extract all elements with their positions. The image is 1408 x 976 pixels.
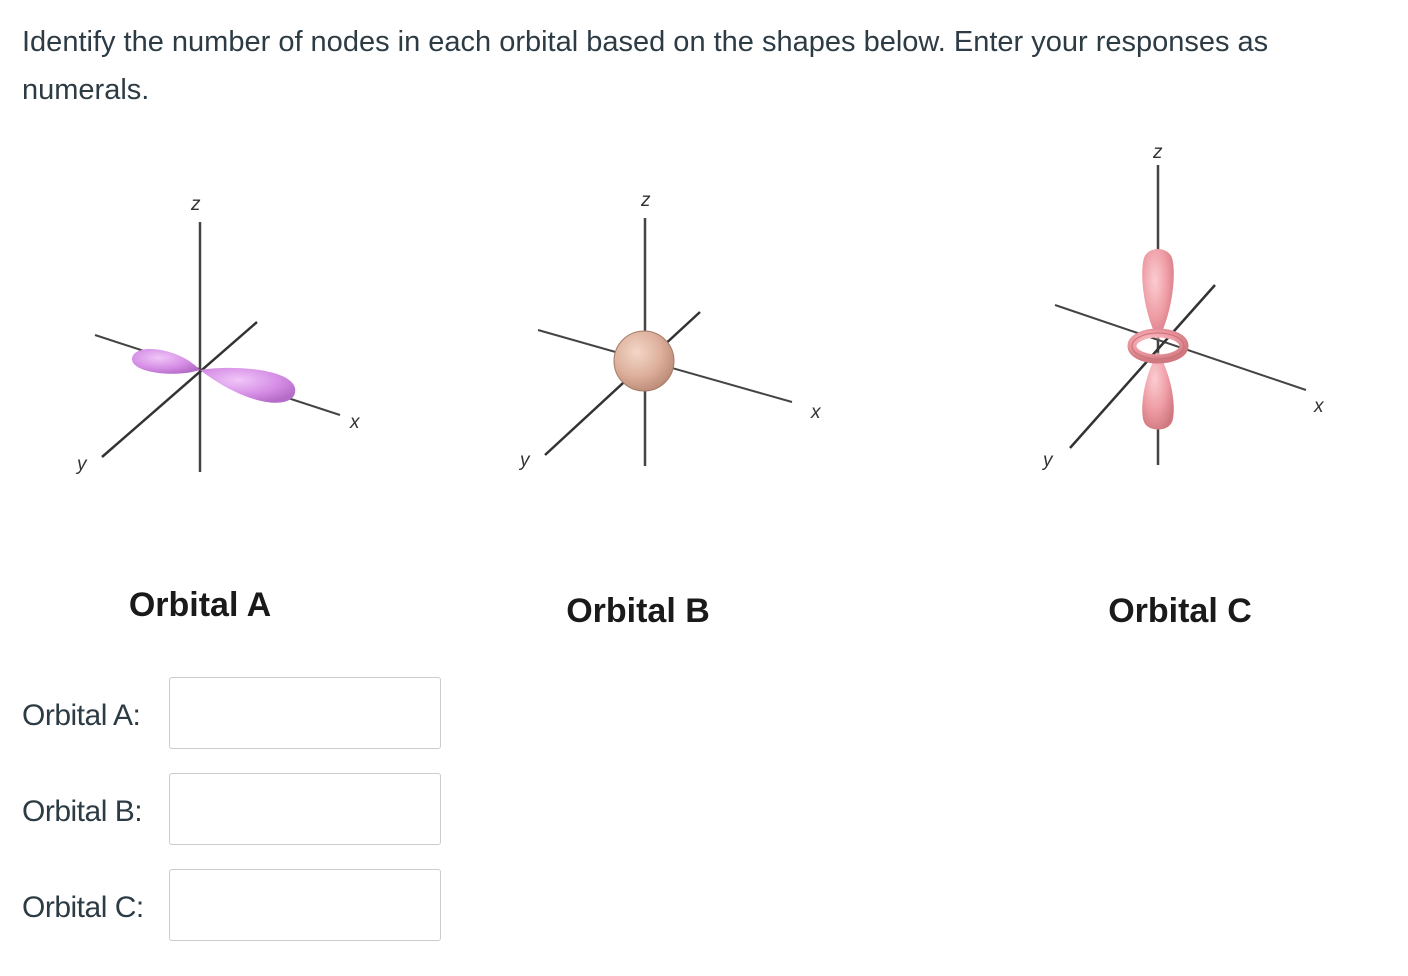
orbital-a-caption: Orbital A — [129, 586, 271, 624]
orbital-c-label: Orbital C: — [22, 891, 144, 924]
orbital-b-diagram: z x y Orbital B — [518, 190, 822, 630]
question-prompt: Identify the number of nodes in each orb… — [22, 26, 1269, 106]
orbital-a-input[interactable] — [169, 677, 441, 749]
orbital-a-label: Orbital A: — [22, 699, 141, 732]
orbital-b-input[interactable] — [169, 773, 441, 845]
y-axis-line — [101, 321, 258, 458]
x-axis-label: x — [1313, 396, 1325, 417]
orbital-c-caption: Orbital C — [1108, 592, 1252, 630]
x-axis-label: x — [349, 412, 361, 433]
lobe-left — [131, 348, 200, 374]
lobe-right — [200, 367, 296, 403]
y-axis-line — [1069, 284, 1216, 449]
answer-row-orbital-c: Orbital C: — [22, 869, 452, 943]
orbital-figure: z x y Orbital A z x y Orbital B z x — [40, 130, 1380, 650]
orbital-c-input[interactable] — [169, 869, 441, 941]
lobe-top — [1142, 249, 1174, 340]
y-axis-label: y — [1041, 450, 1054, 471]
answer-row-orbital-a: Orbital A: — [22, 677, 452, 751]
torus-ring-outline — [1131, 332, 1185, 360]
z-axis-label: z — [640, 190, 651, 211]
orbital-b-caption: Orbital B — [566, 592, 710, 630]
orbital-c-diagram: z x y Orbital C — [1041, 142, 1325, 630]
lobe-bottom — [1142, 352, 1174, 430]
x-axis-label: x — [810, 402, 822, 423]
orbital-b-label: Orbital B: — [22, 795, 143, 828]
y-axis-label: y — [75, 454, 88, 475]
y-axis-line — [544, 311, 701, 456]
spherical-orbital — [613, 330, 675, 392]
orbital-a-diagram: z x y Orbital A — [75, 194, 361, 624]
y-axis-label: y — [518, 450, 531, 471]
answer-row-orbital-b: Orbital B: — [22, 773, 452, 847]
orbital-diagram: z x y Orbital A z x y Orbital B z x — [75, 142, 1325, 630]
z-axis-label: z — [190, 194, 201, 215]
z-axis-label: z — [1152, 142, 1163, 163]
